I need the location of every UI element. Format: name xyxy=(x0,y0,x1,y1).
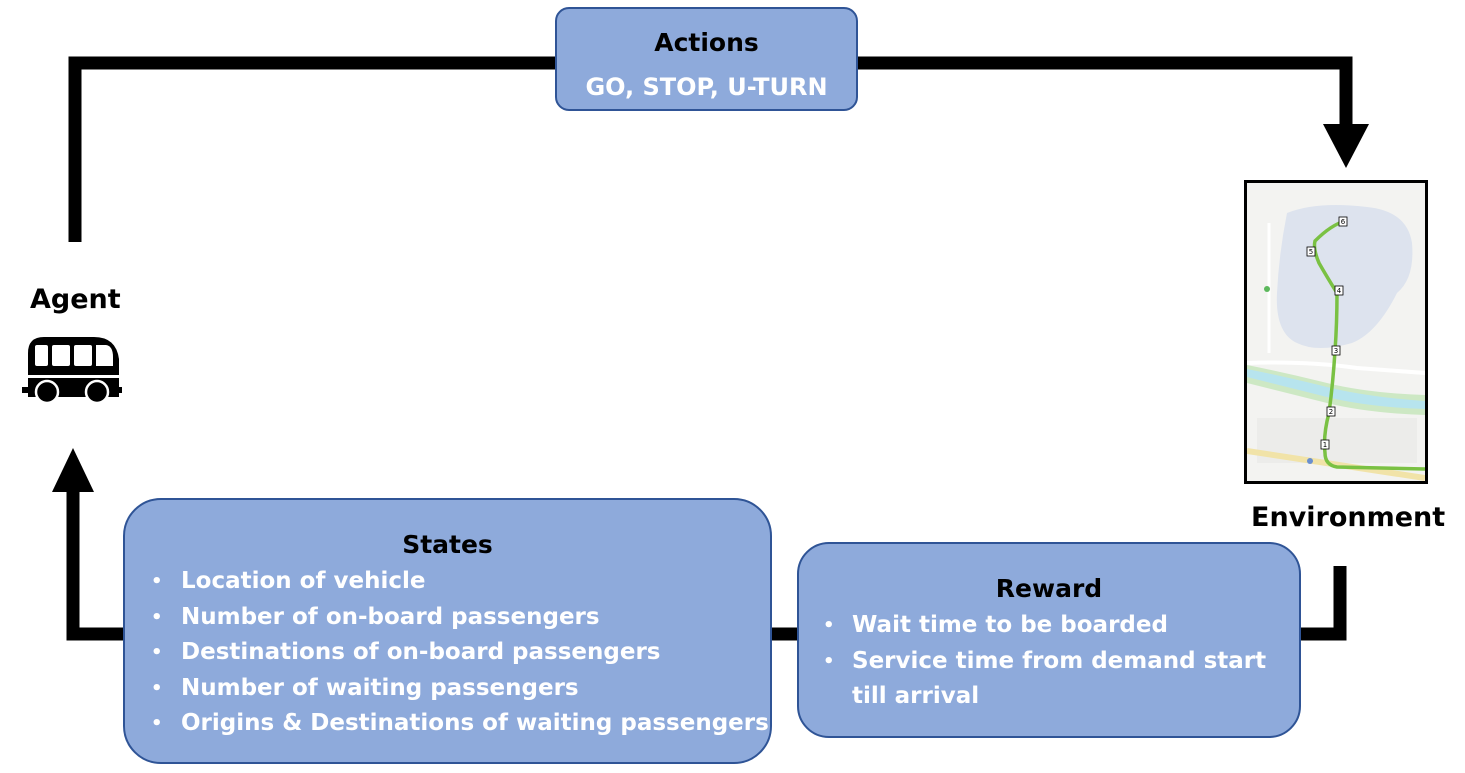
states-item: •Destinations of on-board passengers xyxy=(151,639,661,665)
route-map-icon: 1 2 3 4 5 6 xyxy=(1247,183,1425,481)
reward-box: Reward •Wait time to be boarded •Service… xyxy=(797,542,1301,738)
environment-map: 1 2 3 4 5 6 xyxy=(1244,180,1428,484)
stop-1: 1 xyxy=(1323,441,1327,449)
feedback-arrow-head xyxy=(52,448,94,492)
states-item: •Origins & Destinations of waiting passe… xyxy=(151,710,769,736)
states-title: States xyxy=(402,530,493,559)
actions-box: Actions GO, STOP, U-TURN xyxy=(555,7,858,111)
reward-title: Reward xyxy=(995,574,1103,603)
reward-item: •Service time from demand start till arr… xyxy=(823,647,1267,710)
states-item: •Location of vehicle xyxy=(151,568,426,594)
states-box: States •Location of vehicle •Number of o… xyxy=(123,498,772,764)
stop-2: 2 xyxy=(1329,408,1333,416)
actions-title: Actions xyxy=(654,28,759,57)
actions-list: GO, STOP, U-TURN xyxy=(585,73,828,101)
bus-icon xyxy=(22,337,122,405)
stop-6: 6 xyxy=(1341,218,1346,226)
agent-label: Agent xyxy=(30,284,121,315)
environment-label: Environment xyxy=(1251,502,1446,533)
actions-arrow-head xyxy=(1323,124,1369,168)
states-item: •Number of on-board passengers xyxy=(151,603,600,630)
reward-item: •Wait time to be boarded xyxy=(823,612,1168,638)
stop-3: 3 xyxy=(1334,347,1338,355)
stop-5: 5 xyxy=(1309,248,1313,256)
states-item: •Number of waiting passengers xyxy=(151,674,579,701)
stop-4: 4 xyxy=(1337,287,1342,295)
reward-list: •Wait time to be boarded •Service time f… xyxy=(799,608,1299,715)
states-list: •Location of vehicle •Number of on-board… xyxy=(125,564,770,742)
